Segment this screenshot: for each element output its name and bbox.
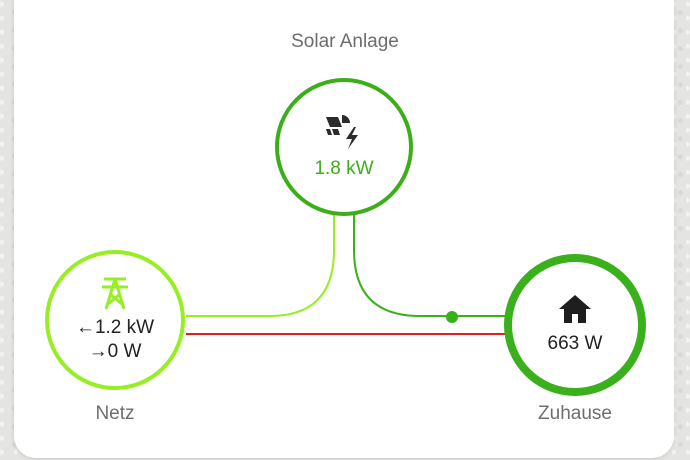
solar-power-icon: [326, 115, 358, 149]
solar-node[interactable]: 1.8 kW: [275, 78, 413, 216]
home-consumption-value: 663 W: [547, 333, 603, 354]
transmission-tower-icon: [102, 277, 128, 310]
solar-power-value: 1.8 kW: [314, 158, 374, 179]
grid-label: Netz: [95, 403, 135, 424]
grid-node[interactable]: ←1.2 kW →0 W: [45, 250, 185, 390]
grid-import-value: ←1.2 kW: [75, 317, 155, 338]
home-label: Zuhause: [538, 403, 612, 424]
home-node[interactable]: 663 W: [504, 254, 646, 396]
solar-label: Solar Anlage: [291, 31, 399, 52]
home-icon: [559, 295, 591, 323]
grid-export-value: →0 W: [88, 341, 142, 362]
